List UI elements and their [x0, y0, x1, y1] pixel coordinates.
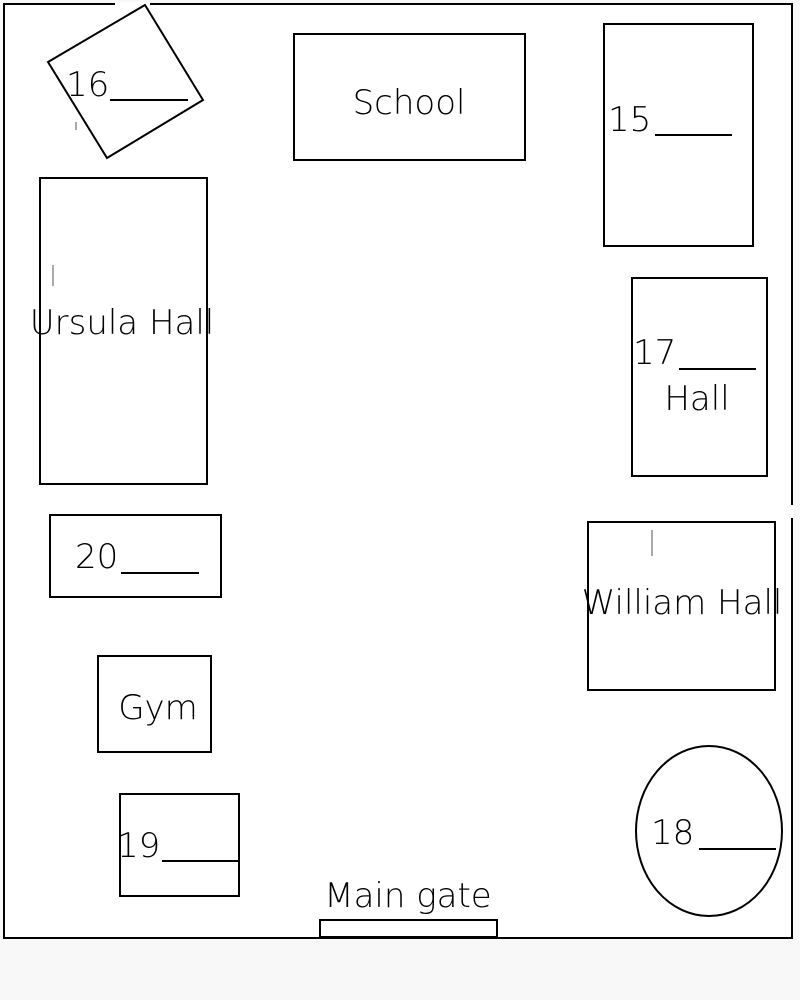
building-19: 19: [117, 793, 240, 897]
building-ursula-hall-shape: [39, 177, 208, 485]
building-15-number: 15: [608, 100, 651, 140]
building-18-shape: [635, 745, 783, 917]
building-20-shape: [49, 514, 222, 598]
building-william-hall: William Hall: [582, 521, 783, 691]
building-17-suffix: Hall: [664, 379, 729, 419]
building-gym-shape: [97, 655, 212, 753]
building-ursula-hall: Ursula Hall: [30, 177, 215, 485]
main-gate: Main gate: [319, 876, 498, 938]
building-school-label: School: [353, 83, 466, 123]
building-20: 20: [49, 514, 222, 598]
building-17: 17 Hall: [631, 277, 768, 477]
building-18-number: 18: [651, 813, 694, 853]
building-ursula-hall-label: Ursula Hall: [30, 303, 215, 343]
building-17-number: 17: [633, 333, 676, 373]
main-gate-shape: [319, 919, 498, 938]
building-gym: Gym: [97, 655, 212, 753]
building-16-number: 16: [66, 65, 109, 105]
building-william-hall-label: William Hall: [582, 583, 783, 623]
building-16: 16: [46, 3, 205, 160]
building-16-shape: [46, 3, 205, 160]
building-william-hall-shape: [587, 521, 776, 691]
building-school: School: [293, 33, 526, 161]
building-gym-label: Gym: [118, 688, 198, 728]
building-19-shape: [119, 793, 240, 897]
building-19-number: 19: [117, 826, 160, 866]
building-18: 18: [635, 745, 783, 917]
building-school-shape: [293, 33, 526, 161]
main-gate-label: Main gate: [324, 876, 491, 916]
building-20-number: 20: [75, 537, 118, 577]
building-17-shape: [631, 277, 768, 477]
building-15: 15: [603, 23, 754, 247]
